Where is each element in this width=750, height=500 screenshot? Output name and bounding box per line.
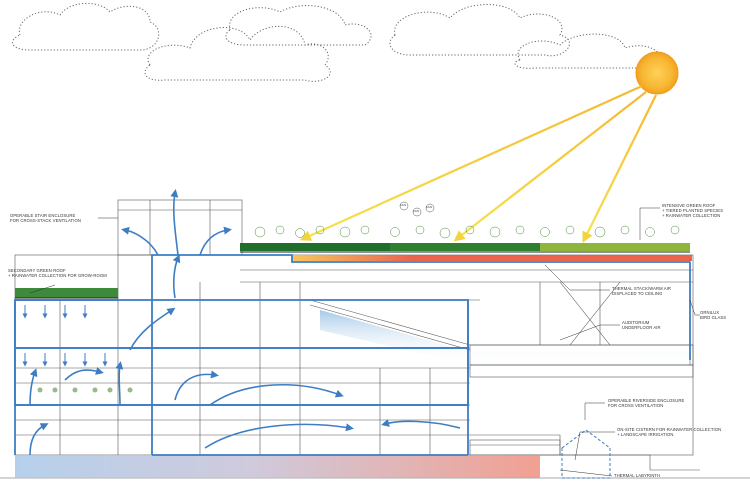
cloud-center (144, 25, 331, 82)
intensive-green-roof (240, 243, 690, 253)
airflow-arrows (29, 189, 461, 456)
label-intensive-green-roof: INTENSIVE GREEN ROOF+ TIERED PLANTED SPE… (662, 203, 724, 218)
cistern (561, 429, 611, 479)
thermal-labyrinth (15, 455, 540, 478)
fan-icon (399, 201, 409, 211)
fan-icon (412, 207, 422, 217)
cloud-far-right (514, 33, 661, 69)
cloud-right (389, 4, 570, 57)
leader-lines (29, 207, 700, 477)
sun-rays (299, 84, 657, 243)
cloud-top-left (12, 2, 160, 51)
cloud-upper-center (225, 5, 372, 46)
downflow-arrows (22, 305, 108, 367)
label-fan-2: FAN (413, 209, 420, 213)
airflow-frame (14, 254, 691, 456)
grow-room-plants (37, 387, 133, 393)
fan-icon (425, 203, 435, 213)
label-fan-1: FAN (400, 203, 407, 207)
label-thermal-labyrinth: THERMAL LABYRINTH (614, 473, 661, 478)
roof-plants (254, 225, 680, 239)
secondary-green-roof (15, 288, 118, 299)
label-fan-3: FAN (426, 205, 433, 209)
auditorium-cool-air (320, 310, 693, 365)
clouds (12, 2, 661, 82)
sun (635, 51, 679, 95)
roof-fans (399, 201, 435, 217)
thermal-stack-band (292, 255, 692, 261)
label-secondary-green-roof: SECONDARY GREEN ROOF+ RAINWATER COLLECTI… (8, 268, 107, 278)
label-cistern: ON-SITE CISTERN FOR RAINWATER COLLECTION… (617, 427, 722, 437)
